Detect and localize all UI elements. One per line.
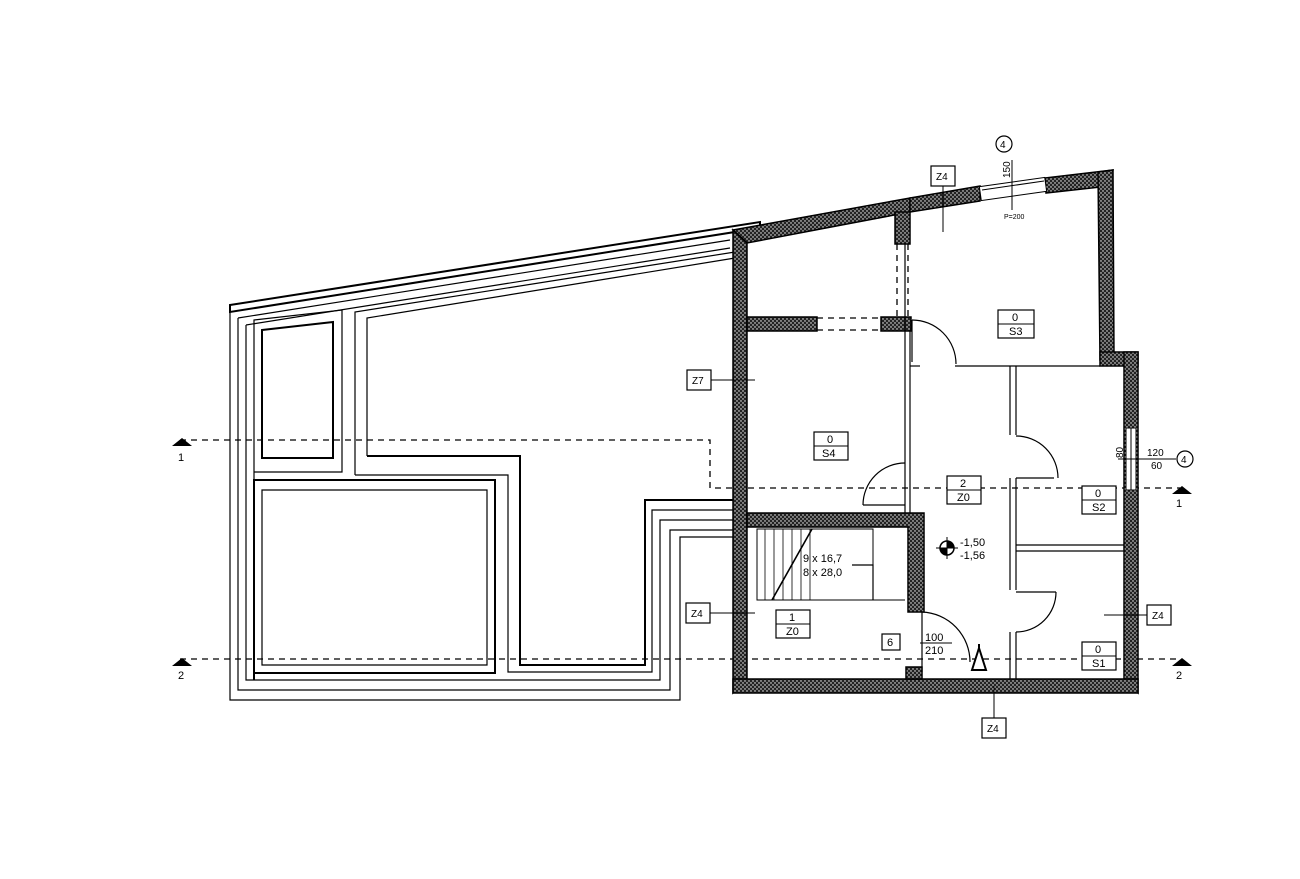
svg-text:0: 0 xyxy=(1095,644,1101,656)
room-label-s2: 0 S2 xyxy=(1081,485,1117,515)
room-label-s3: 0 S3 xyxy=(997,309,1035,339)
section-2-label-right: 2 xyxy=(1176,670,1182,682)
room-label-hall: 2 Z0 xyxy=(946,475,982,505)
window-right-side-label: 80 xyxy=(1115,446,1126,458)
svg-text:0: 0 xyxy=(1095,488,1101,500)
section-1-label-left: 1 xyxy=(178,452,184,464)
room-label-s1: 0 S1 xyxy=(1081,641,1117,671)
door-height: 210 xyxy=(925,645,943,657)
section-1-label-right: 1 xyxy=(1176,498,1182,510)
window-right-height: 60 xyxy=(1151,461,1163,472)
svg-text:Z4: Z4 xyxy=(691,609,703,620)
svg-text:S3: S3 xyxy=(1009,326,1022,338)
wall-tag-top: Z4 xyxy=(930,165,956,232)
section-line-2 xyxy=(172,658,1192,666)
door-width: 100 xyxy=(925,632,943,644)
svg-text:Z0: Z0 xyxy=(786,626,799,638)
svg-text:Z0: Z0 xyxy=(957,492,970,504)
svg-text:0: 0 xyxy=(827,434,833,446)
window-top xyxy=(978,160,1048,210)
door-marker: 6 xyxy=(887,637,893,649)
svg-text:0: 0 xyxy=(1012,312,1018,324)
window-right xyxy=(1118,427,1176,491)
window-top-marker-circle xyxy=(995,135,1013,153)
svg-text:S4: S4 xyxy=(822,448,835,460)
section-2-label-left: 2 xyxy=(178,670,184,682)
stairs-line-1: 9 x 16,7 xyxy=(803,553,842,565)
svg-text:Z4: Z4 xyxy=(987,724,999,735)
window-right-width: 120 xyxy=(1147,448,1164,459)
svg-text:1: 1 xyxy=(789,612,795,624)
wall-tag-bottom: Z4 xyxy=(981,686,1007,739)
doors xyxy=(862,319,1059,672)
svg-text:S2: S2 xyxy=(1092,502,1105,514)
entrance-arrow-icon xyxy=(970,644,988,671)
interior-walls xyxy=(746,211,1124,680)
wall-tag-stair-left: Z4 xyxy=(685,602,755,624)
room-label-s4: 0 S4 xyxy=(813,431,849,461)
door-marker-box xyxy=(881,633,901,651)
level-upper: -1,50 xyxy=(960,537,985,549)
wall-tag-right: Z4 xyxy=(1104,604,1172,626)
svg-text:Z7: Z7 xyxy=(692,376,704,387)
window-right-marker-circle xyxy=(1176,450,1194,468)
svg-text:Z4: Z4 xyxy=(1152,611,1164,622)
window-top-parapet: P=200 xyxy=(1004,214,1025,221)
staircase xyxy=(756,528,905,601)
window-top-marker: 4 xyxy=(1000,140,1006,151)
window-top-height: 150 xyxy=(1002,161,1013,178)
stairs-line-2: 8 x 28,0 xyxy=(803,567,842,579)
svg-text:2: 2 xyxy=(960,478,966,490)
svg-text:Z4: Z4 xyxy=(936,172,948,183)
svg-text:S1: S1 xyxy=(1092,658,1105,670)
level-lower: -1,56 xyxy=(960,550,985,562)
room-label-entry: 1 Z0 xyxy=(775,609,811,639)
wall-tag-left: Z7 xyxy=(686,369,755,391)
terrace-outline xyxy=(229,220,761,701)
level-marker xyxy=(936,537,958,559)
window-right-marker: 4 xyxy=(1181,455,1187,466)
section-line-1 xyxy=(172,438,1192,494)
